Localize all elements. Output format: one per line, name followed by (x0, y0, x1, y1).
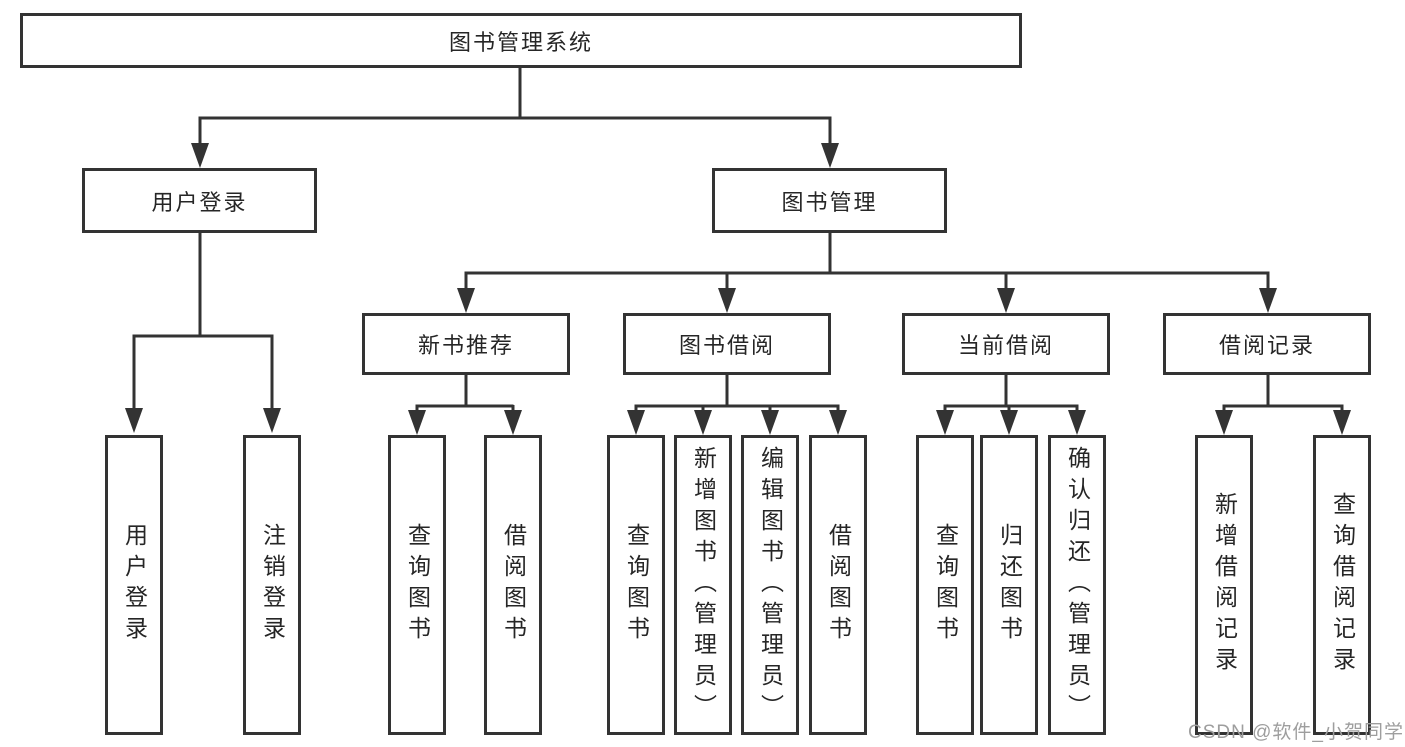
leaf-borrow-book-2: 借阅图书 (809, 435, 867, 735)
node-user-login: 用户登录 (82, 168, 317, 233)
node-current-borrow-label: 当前借阅 (957, 333, 1054, 358)
node-book-borrow: 图书借阅 (623, 313, 831, 375)
node-book-borrow-label: 图书借阅 (678, 333, 775, 358)
leaf-logout: 注销登录 (243, 435, 301, 735)
leaf-confirm-return-admin: 确认归还︵管理员︶ (1048, 435, 1106, 735)
node-new-book-recommend: 新书推荐 (362, 313, 570, 375)
node-borrow-record-label: 借阅记录 (1218, 333, 1315, 358)
leaf-borrow-book-1: 借阅图书 (484, 435, 542, 735)
node-new-book-recommend-label: 新书推荐 (417, 333, 514, 358)
leaf-return-book: 归还图书 (980, 435, 1038, 735)
leaf-query-book-3: 查询图书 (916, 435, 974, 735)
leaf-query-book-1: 查询图书 (388, 435, 446, 735)
node-current-borrow: 当前借阅 (902, 313, 1110, 375)
node-borrow-record: 借阅记录 (1163, 313, 1371, 375)
node-root-label: 图书管理系统 (448, 29, 593, 55)
leaf-add-book-admin: 新增图书︵管理员︶ (674, 435, 732, 735)
leaf-add-borrow-record: 新增借阅记录 (1195, 435, 1253, 735)
node-user-login-label: 用户登录 (151, 189, 248, 215)
node-root: 图书管理系统 (20, 13, 1022, 68)
leaf-query-book-2: 查询图书 (607, 435, 665, 735)
leaf-edit-book-admin: 编辑图书︵管理员︶ (741, 435, 799, 735)
leaf-user-login: 用户登录 (105, 435, 163, 735)
leaf-query-borrow-record: 查询借阅记录 (1313, 435, 1371, 735)
csdn-watermark: CSDN @软件_小贺同学 (1188, 722, 1404, 743)
node-book-management-label: 图书管理 (781, 189, 878, 215)
node-book-management: 图书管理 (712, 168, 947, 233)
